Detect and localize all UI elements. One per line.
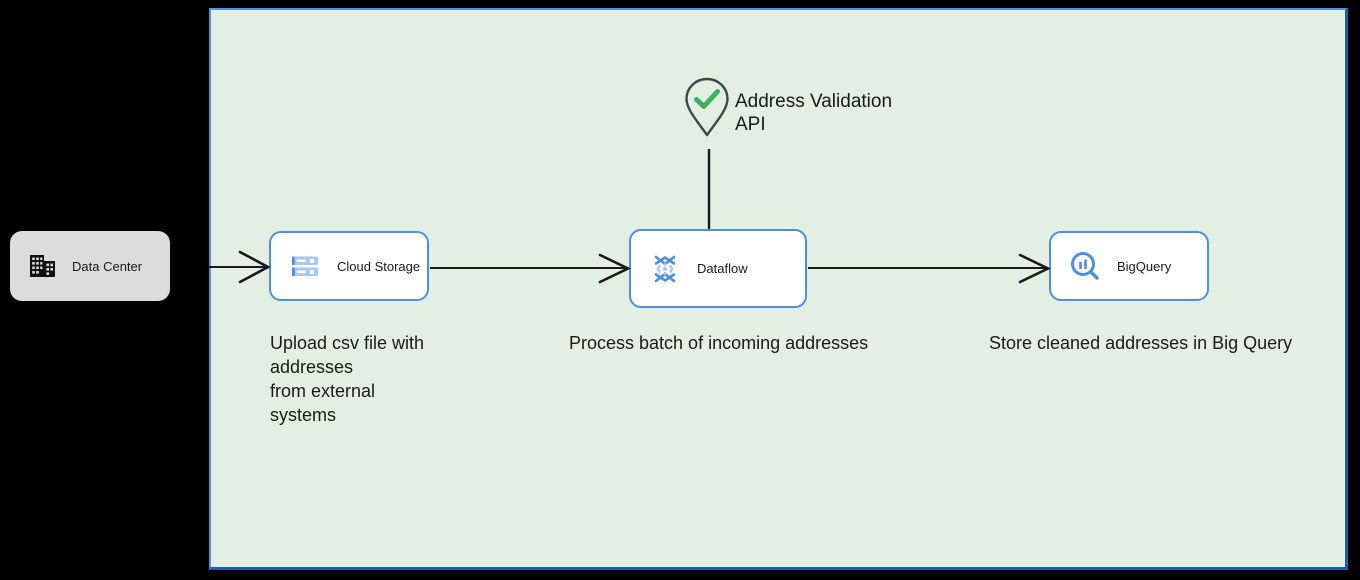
node-data-center-label: Data Center [72, 258, 143, 274]
node-bigquery-label: BigQuery [1117, 258, 1172, 274]
node-data-center[interactable]: Data Center [10, 231, 170, 301]
data-center-building-icon [30, 255, 55, 277]
node-address-validation-api[interactable]: Address Validation API [683, 76, 892, 138]
node-dataflow-label: Dataflow [697, 261, 748, 276]
caption-bigquery: Store cleaned addresses in Big Query [989, 333, 1293, 353]
node-bigquery[interactable]: BigQuery [1049, 231, 1209, 301]
node-cloud-storage[interactable]: Cloud Storage [269, 231, 429, 301]
dataflow-icon [654, 255, 676, 282]
map-pin-check-icon [685, 77, 729, 137]
node-cloud-storage-label: Cloud Storage [337, 258, 421, 274]
cloud-storage-server-icon [292, 256, 318, 276]
node-address-validation-api-label: Address Validation API [735, 91, 893, 135]
node-dataflow[interactable]: Dataflow [629, 229, 807, 308]
caption-dataflow: Process batch of incoming addresses [569, 333, 869, 353]
bigquery-magnifier-icon [1071, 252, 1099, 280]
caption-cloud-storage: Upload csv file with addresses from exte… [270, 333, 425, 425]
